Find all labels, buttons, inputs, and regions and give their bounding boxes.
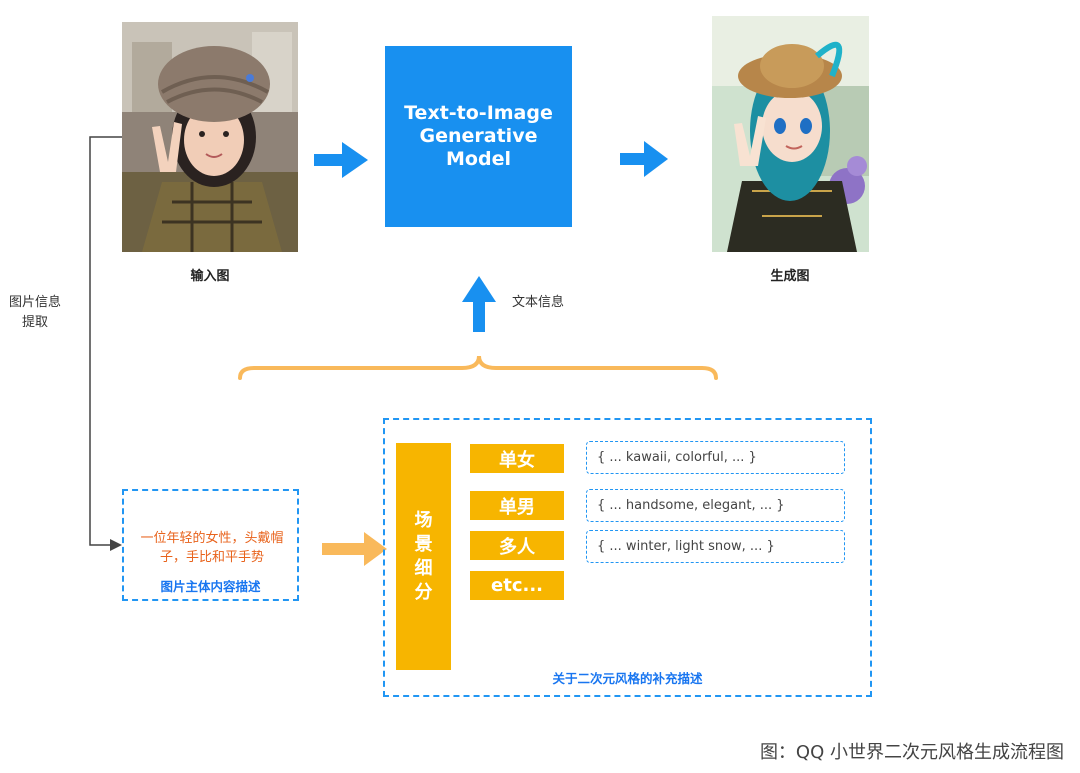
keywords-single-female-text: { ... kawaii, colorful, ... }: [597, 450, 757, 465]
output-image-caption: 生成图: [770, 269, 810, 284]
tag-multi-person: 多人: [470, 531, 564, 560]
input-image-caption: 输入图: [190, 269, 230, 284]
footer-caption: 图：QQ 小世界二次元风格生成流程图: [759, 742, 1064, 763]
curly-brace: [238, 355, 718, 380]
input-photo: [122, 22, 298, 252]
tag-single-female: 单女: [470, 444, 564, 473]
tag-single-male: 单男: [470, 491, 564, 520]
scene-breakdown-box: [383, 418, 872, 697]
keywords-single-female: { ... kawaii, colorful, ... }: [586, 441, 845, 474]
arrow-description-to-scene: [322, 532, 387, 566]
model-title: Text-to-Image Generative Model: [404, 102, 553, 170]
arrow-text-to-model: [462, 276, 496, 332]
keywords-multi-person: { ... winter, light snow, ... }: [586, 530, 845, 563]
text-to-image-model-box: Text-to-Image Generative Model: [385, 46, 572, 227]
tag-etc: etc...: [470, 571, 564, 600]
subject-description-title: 图片主体内容描述: [160, 579, 261, 594]
output-image: [712, 16, 869, 252]
keywords-single-male-text: { ... handsome, elegant, ... }: [597, 498, 785, 513]
scene-breakdown-bar: 场景细分: [396, 443, 451, 670]
arrow-input-to-model: [314, 142, 368, 178]
subject-description-text: 一位年轻的女性，头戴帽子，手比和平手势: [140, 531, 284, 565]
extraction-connector: [89, 136, 122, 546]
keywords-single-male: { ... handsome, elegant, ... }: [586, 489, 845, 522]
scene-breakdown-label: 场景细分: [414, 509, 433, 603]
image-extract-label: 图片信息提取: [8, 295, 61, 330]
extraction-arrowhead: [110, 539, 122, 551]
scene-breakdown-title: 关于二次元风格的补充描述: [552, 671, 703, 686]
subject-description-box: 一位年轻的女性，头戴帽子，手比和平手势 图片主体内容描述: [122, 489, 299, 601]
keywords-multi-person-text: { ... winter, light snow, ... }: [597, 539, 775, 554]
text-info-label: 文本信息: [512, 295, 565, 310]
arrow-model-to-output: [620, 141, 668, 177]
